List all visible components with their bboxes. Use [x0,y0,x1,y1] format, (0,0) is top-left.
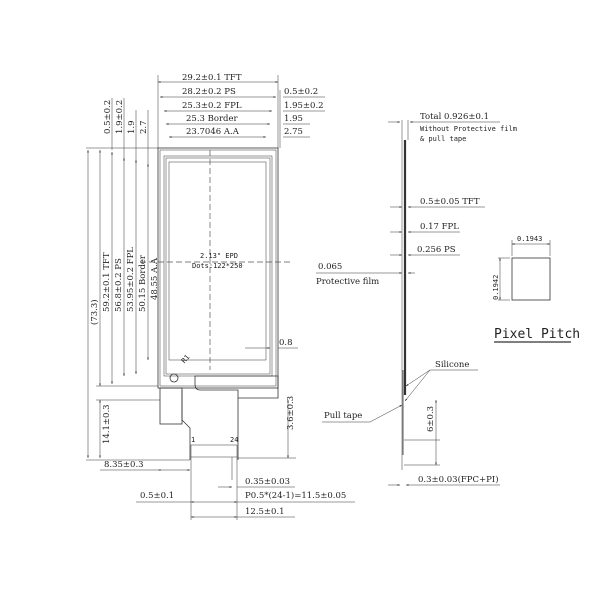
protective-film-label: Protective film [316,277,379,287]
border-outline [165,157,271,375]
dim-aa-height: 48.55 A.A [150,257,160,300]
dim-fpl-width: 25.3±0.2 FPL [182,101,242,111]
pixel-pitch: 0.1943 0.1942 Pixel Pitch [492,235,580,343]
dim-overall-height: (73.3) [89,299,100,325]
dim-ps-width: 28.2±0.2 PS [182,87,236,97]
dim-tft-width: 29.2±0.1 TFT [182,73,242,83]
dim-right-offset-4: 2.75 [284,127,303,137]
active-area-outline [168,161,267,361]
top-dimensions: 29.2±0.1 TFT 28.2±0.2 PS 25.3±0.2 FPL 25… [157,73,325,148]
dim-fpl-height: 53.95±0.2 FPL [126,247,136,312]
dim-ps-height: 56.8±0.2 PS [114,258,124,312]
dim-tft-height: 59.2±0.1 TFT [102,252,112,312]
pixel-width: 0.1943 [517,235,542,243]
fpc-thickness: 0.3±0.03(FPC+PI) [418,474,499,485]
dim-tail-height: 14.1±0.3 [102,404,112,444]
pixel-pitch-title: Pixel Pitch [494,327,580,342]
ps-thickness: 0.256 PS [417,245,456,255]
pixel-square [511,257,551,301]
dim-left-offset-1: 0.5±0.2 [103,100,113,134]
ps-outline [159,149,277,387]
dim-fpc-width: 12.5±0.1 [245,507,285,517]
left-height-dimensions: (73.3) 59.2±0.1 TFT 56.8±0.2 PS 53.95±0.… [86,147,190,461]
dim-pin-width: 0.35±0.03 [245,477,290,487]
dim-border-height: 50.15 Border [138,254,148,312]
dim-right-gap: 0.8 [279,338,293,348]
dim-border-width: 25.3 Border [186,114,239,124]
tft-thickness: 0.5±0.05 TFT [420,197,480,207]
pin-first-label: 1 [191,436,195,444]
panel-size-label: 2.13" EPD [200,252,238,260]
dim-pin-pitch-left: 0.5±0.1 [140,491,174,501]
tft-outline [157,147,279,389]
total-note-1: Without Protective film [420,125,517,133]
protective-film-thickness: 0.065 [318,262,342,272]
dim-aa-width: 23.7046 A.A [186,127,240,137]
dim-left-offset-2: 1.9±0.2 [115,100,125,134]
fpc-tail [181,390,239,460]
total-note-2: & pull tape [420,135,466,143]
dim-fpc-height: 3.6±0.3 [286,396,296,430]
stiffener-area [159,387,183,425]
corner-radius-label: R1 [180,353,192,365]
pin-last-label: 24 [230,436,238,444]
left-top-dimensions: 0.5±0.2 1.9±0.2 1.9 2.7 [103,98,149,165]
panel-dots-label: Dots:122*250 [192,262,243,270]
pixel-height: 0.1942 [492,275,500,300]
dim-left-offset-4: 2.7 [139,120,149,134]
silicone-label: Silicone [435,360,469,370]
side-view: Total 0.926±0.1 Without Protective film … [316,112,517,486]
dim-pin-pitch-total: P0.5*(24-1)=11.5±0.05 [245,490,346,501]
front-view: 2.13" EPD Dots:122*250 R1 1 24 29.2±0.1 … [86,73,355,520]
corner-circle [169,373,179,383]
fpc-pins [190,444,238,458]
dim-tail-offset: 8.35±0.3 [104,460,144,470]
dim-right-offset-2: 1.95±0.2 [284,101,324,111]
dim-right-offset-3: 1.95 [284,114,303,124]
tail-length: 6±0.3 [426,406,436,432]
dim-left-offset-3: 1.9 [127,120,137,134]
bonding-area [194,375,279,399]
dim-right-offset-1: 0.5±0.2 [284,87,318,97]
fpl-thickness: 0.17 FPL [420,222,459,232]
pull-tape-label: Pull tape [324,411,362,421]
total-thickness: Total 0.926±0.1 [420,112,489,122]
